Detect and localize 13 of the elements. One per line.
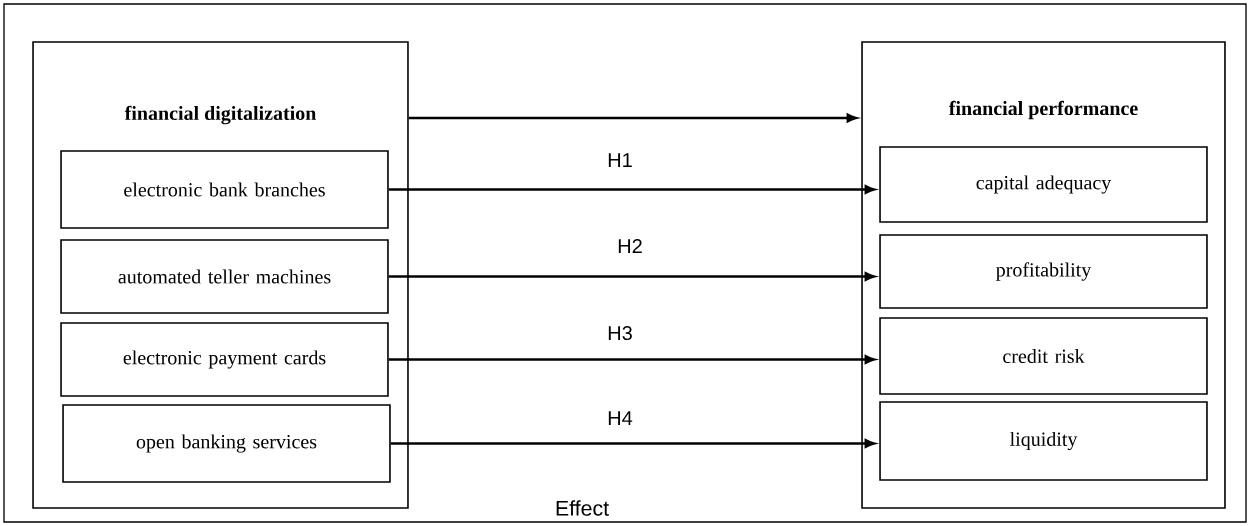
edge-label: H1 (605, 151, 635, 169)
factor-box: electronic payment cards (60, 322, 389, 397)
factor-box: capital adequacy (879, 146, 1208, 223)
factor-box: automated teller machines (60, 239, 389, 314)
edge-label: H3 (605, 324, 635, 342)
factor-box: profitability (879, 234, 1208, 309)
factor-box: electronic bank branches (60, 150, 389, 229)
note-label: Effect (556, 500, 609, 516)
edge-label: H4 (605, 409, 635, 427)
factor-box: credit risk (879, 317, 1208, 395)
factor-box: liquidity (879, 401, 1208, 481)
edge-label: H2 (615, 237, 645, 255)
factor-box: open banking services (62, 404, 391, 483)
